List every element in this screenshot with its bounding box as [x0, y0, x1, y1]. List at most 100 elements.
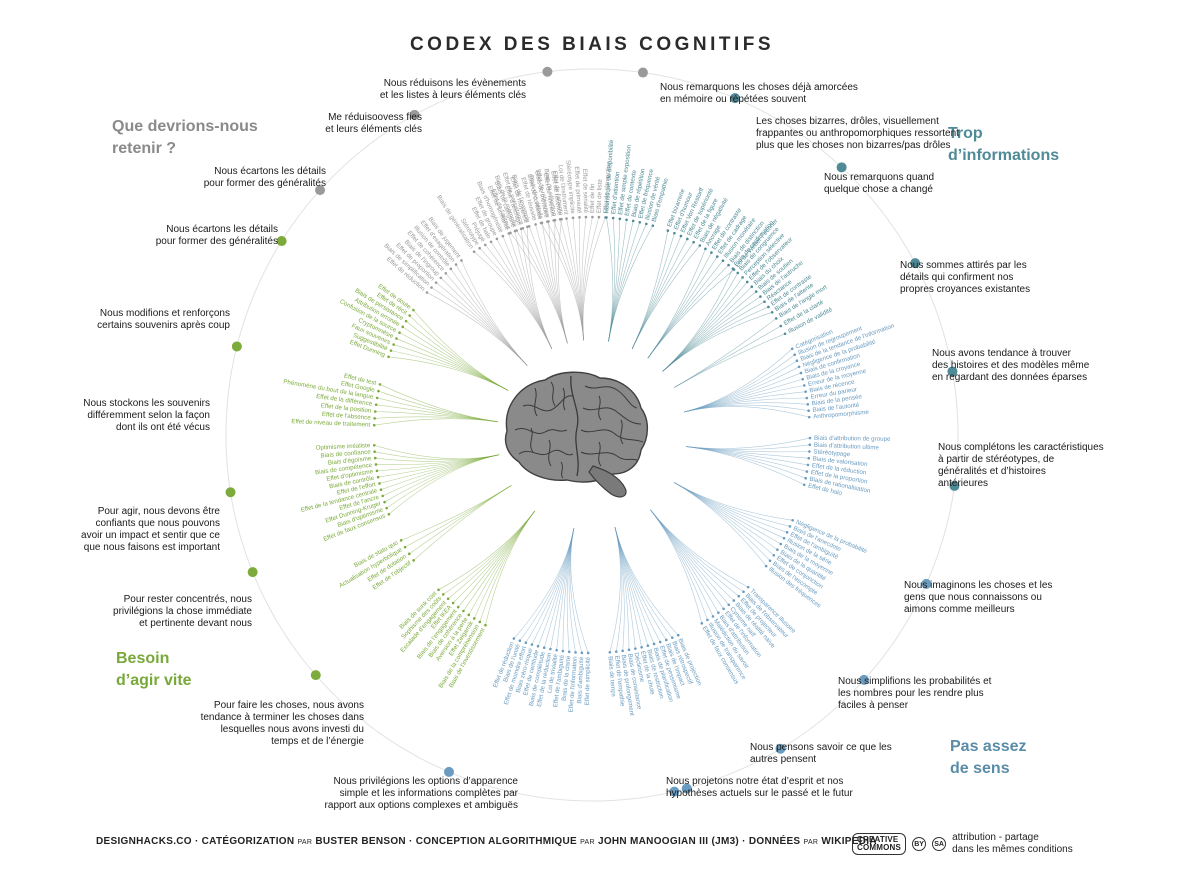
branch-end-dot	[686, 237, 689, 241]
branch-line	[647, 269, 735, 359]
branch-end-dot	[524, 641, 528, 645]
credit-par: PAR	[297, 839, 313, 846]
quadrant-info-line2: d’informations	[948, 147, 1060, 164]
branch-line	[508, 233, 553, 350]
credit-buster-benson: BUSTER BENSON	[315, 836, 406, 847]
branch-end-dot	[399, 539, 403, 542]
branch-end-dot	[561, 649, 565, 653]
category-c9-line: temps et de l’énergie	[271, 736, 364, 747]
branch-line	[650, 509, 719, 613]
branch-line	[582, 217, 606, 341]
branch-end-dot	[640, 645, 643, 649]
branch-line	[570, 528, 589, 654]
branch-end-dot	[398, 331, 401, 334]
category-c5-line: Nous modifions et renforçons	[99, 308, 230, 319]
branch-end-dot	[741, 276, 744, 279]
branch-line	[674, 482, 775, 556]
branch-end-dot	[542, 646, 546, 649]
branch-end-dot	[403, 545, 407, 549]
branch-end-dot	[614, 650, 618, 653]
quadrant-act-line2: d’agir vite	[116, 672, 192, 689]
quadrant-sense-line1: Pas assez	[950, 738, 1027, 755]
branch-line	[674, 482, 767, 567]
branch-end-dot	[776, 548, 779, 551]
category-dot	[443, 766, 454, 777]
branch-line	[388, 454, 500, 515]
branch-end-dot	[768, 559, 772, 563]
branch-line	[525, 528, 575, 643]
branch-end-dot	[597, 215, 601, 219]
branch-end-dot	[638, 220, 642, 224]
branch-end-dot	[407, 552, 411, 556]
branch-end-dot	[373, 417, 376, 420]
branch-end-dot	[451, 601, 455, 605]
branch-end-dot	[387, 512, 391, 516]
branch-end-dot	[805, 396, 809, 400]
category-c16-line: à partir de stéréotypes, de	[938, 454, 1055, 465]
branch-end-dot	[732, 268, 736, 271]
branch-end-dot	[791, 518, 794, 522]
credit-wikipedia: WIKIPEDIA	[821, 836, 877, 847]
branch-end-dot	[389, 349, 393, 352]
category-c16-line: antérieures	[938, 478, 989, 489]
branch-line	[443, 510, 536, 595]
branch-end-dot	[404, 319, 408, 323]
quadrant-info-heading: Trop d’informations	[948, 123, 1059, 167]
category-dot	[730, 93, 741, 104]
branch-end-dot	[759, 295, 762, 298]
branch-end-dot	[456, 605, 460, 609]
creative-commons-logo: CREATIVE COMMONS	[852, 833, 907, 855]
category-c9-line: Pour faire les choses, nous avons	[213, 700, 364, 711]
category-c7-line: que nous faisons est important	[83, 542, 220, 553]
branch-end-dot	[374, 403, 378, 406]
branch-end-dot	[454, 263, 458, 266]
quadrant-retain-line1: Que devrions-nous	[112, 118, 258, 135]
bias-label: Anthropomorphisme	[813, 409, 870, 421]
branch-end-dot	[534, 223, 537, 226]
branch-end-dot	[673, 231, 676, 235]
category-c3-line: Nous écartons les détails	[214, 166, 326, 177]
branch-end-dot	[790, 347, 794, 351]
category-c8-line: et pertinente devant nous	[139, 618, 252, 629]
branch-end-dot	[401, 325, 405, 329]
branch-end-dot	[381, 494, 384, 498]
category-label-c13: Nous remarquons quand quelque chose a ch…	[824, 172, 934, 196]
category-c12-line: Les choses bizarres, drôles, visuellemen…	[756, 116, 939, 127]
credit-par: PAR	[580, 839, 595, 846]
branch-end-dot	[373, 450, 376, 453]
category-c15-line: en regardant des données éparses	[932, 372, 1088, 383]
branch-end-dot	[634, 647, 637, 650]
branch-end-dot	[745, 280, 749, 284]
branch-end-dot	[518, 639, 522, 643]
branch-end-dot	[652, 642, 656, 646]
category-dot	[276, 236, 287, 247]
category-c18-line: les nombres pour les rendre plus	[838, 688, 984, 699]
branch-line	[650, 509, 703, 624]
branch-end-dot	[732, 599, 736, 602]
branch-end-dot	[801, 377, 805, 381]
branch-line	[435, 282, 528, 366]
bias-label: Effet de fin	[589, 183, 596, 213]
category-c18-line: faciles à penser	[838, 700, 909, 711]
branch-end-dot	[658, 640, 662, 644]
branch-end-dot	[560, 217, 563, 221]
branch-line	[662, 296, 761, 372]
category-c11-line: en mémoire ou répétées souvent	[660, 94, 807, 105]
category-c7-line: avoir un impact et sentir que ce	[81, 530, 220, 541]
branch-end-dot	[478, 246, 481, 250]
category-dot	[775, 743, 786, 754]
branch-line	[674, 482, 793, 521]
category-c20-line: Nous projetons notre état d’esprit et no…	[666, 776, 844, 787]
branch-end-dot	[434, 281, 438, 284]
category-c4-line: pour former des généralités	[155, 236, 278, 247]
branch-line	[650, 509, 708, 621]
branch-end-dot	[772, 553, 776, 557]
branch-line	[674, 333, 786, 388]
branch-line	[558, 219, 568, 344]
category-c20-line: hypothèses actuels sur le passé et le fu…	[666, 788, 853, 799]
branch-end-dot	[770, 311, 774, 314]
bias-label: Effet de niveau de traitement	[291, 418, 371, 429]
cc-by-icon: BY	[912, 837, 927, 851]
branch-line	[537, 528, 575, 647]
branch-line	[401, 485, 512, 541]
